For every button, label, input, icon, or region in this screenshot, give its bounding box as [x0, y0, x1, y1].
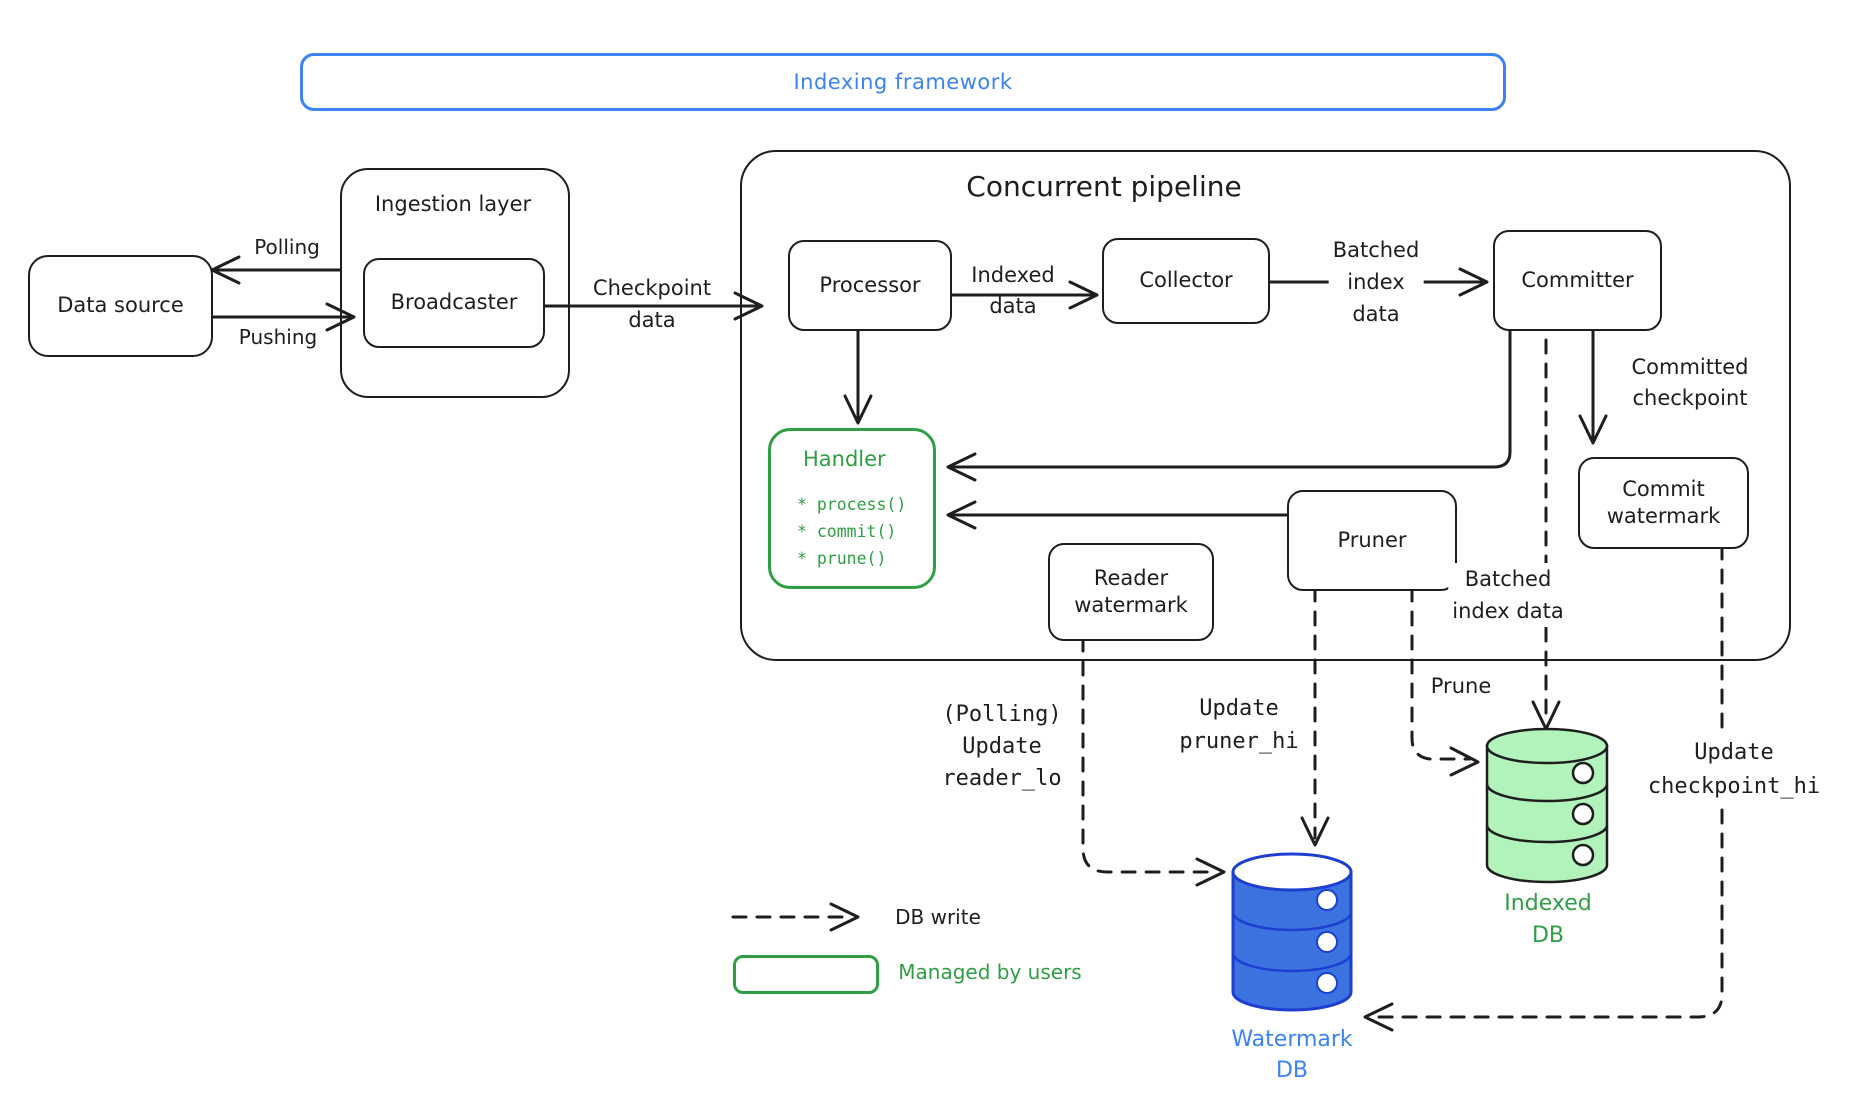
commit-watermark-node: Commit watermark: [1578, 457, 1749, 549]
committer-label: Committer: [1521, 267, 1634, 292]
batched-index-data-db-label: Batched index data: [1448, 563, 1568, 627]
polling-update-reader-lo-label: (Polling) Update reader_lo: [942, 702, 1062, 791]
indexed-data-label: Indexed data: [971, 263, 1055, 318]
processor-node: Processor: [788, 240, 952, 331]
arrow-polling: [210, 255, 342, 285]
handler-method-commit: * commit(): [797, 522, 897, 541]
prune-label: Prune: [1430, 674, 1492, 698]
indexing-framework-banner: Indexing framework: [300, 53, 1506, 111]
arrow-reader-lo: [1081, 636, 1226, 887]
committed-checkpoint-label: Committed checkpoint: [1631, 355, 1749, 410]
handler-node: Handler * process() * commit() * prune(): [768, 428, 936, 589]
reader-watermark-node: Reader watermark: [1048, 543, 1214, 641]
legend-managed-by-users-box: [733, 955, 879, 994]
checkpoint-data-label: Checkpoint data: [592, 276, 712, 332]
indexed-db-icon: [1485, 727, 1609, 884]
handler-method-process: * process(): [797, 495, 907, 514]
handler-title: Handler: [803, 447, 886, 471]
broadcaster-label: Broadcaster: [390, 290, 518, 315]
commit-watermark-label: Commit watermark: [1606, 476, 1721, 528]
concurrent-pipeline-title: Concurrent pipeline: [966, 170, 1242, 203]
legend-db-write-arrow: [731, 902, 860, 932]
collector-node: Collector: [1102, 238, 1270, 324]
broadcaster-node: Broadcaster: [363, 258, 545, 348]
ingestion-layer-label: Ingestion layer: [374, 192, 532, 216]
banner-label: Indexing framework: [793, 70, 1013, 94]
handler-method-prune: * prune(): [797, 549, 887, 568]
pushing-label: Pushing: [238, 325, 318, 349]
reader-watermark-label: Reader watermark: [1074, 565, 1188, 617]
data-source-node: Data source: [28, 255, 213, 357]
pruner-label: Pruner: [1337, 527, 1407, 552]
committer-node: Committer: [1493, 230, 1662, 331]
collector-label: Collector: [1139, 268, 1233, 293]
legend-db-write-label: DB write: [895, 905, 981, 929]
pruner-node: Pruner: [1287, 490, 1457, 591]
legend-managed-by-users-label: Managed by users: [898, 960, 1082, 984]
handler-methods: * process() * commit() * prune(): [797, 491, 906, 572]
data-source-label: Data source: [57, 293, 184, 318]
batched-index-data-label: Batched index data: [1328, 234, 1424, 330]
polling-label: Polling: [254, 235, 320, 259]
update-checkpoint-hi-label: Update checkpoint_hi: [1643, 736, 1825, 804]
processor-label: Processor: [819, 272, 921, 297]
watermark-db-icon: [1231, 852, 1353, 1012]
indexed-db-label: Indexed DB: [1504, 891, 1592, 948]
update-pruner-hi-label: Update pruner_hi: [1179, 696, 1299, 754]
watermark-db-label: Watermark DB: [1231, 1027, 1353, 1083]
